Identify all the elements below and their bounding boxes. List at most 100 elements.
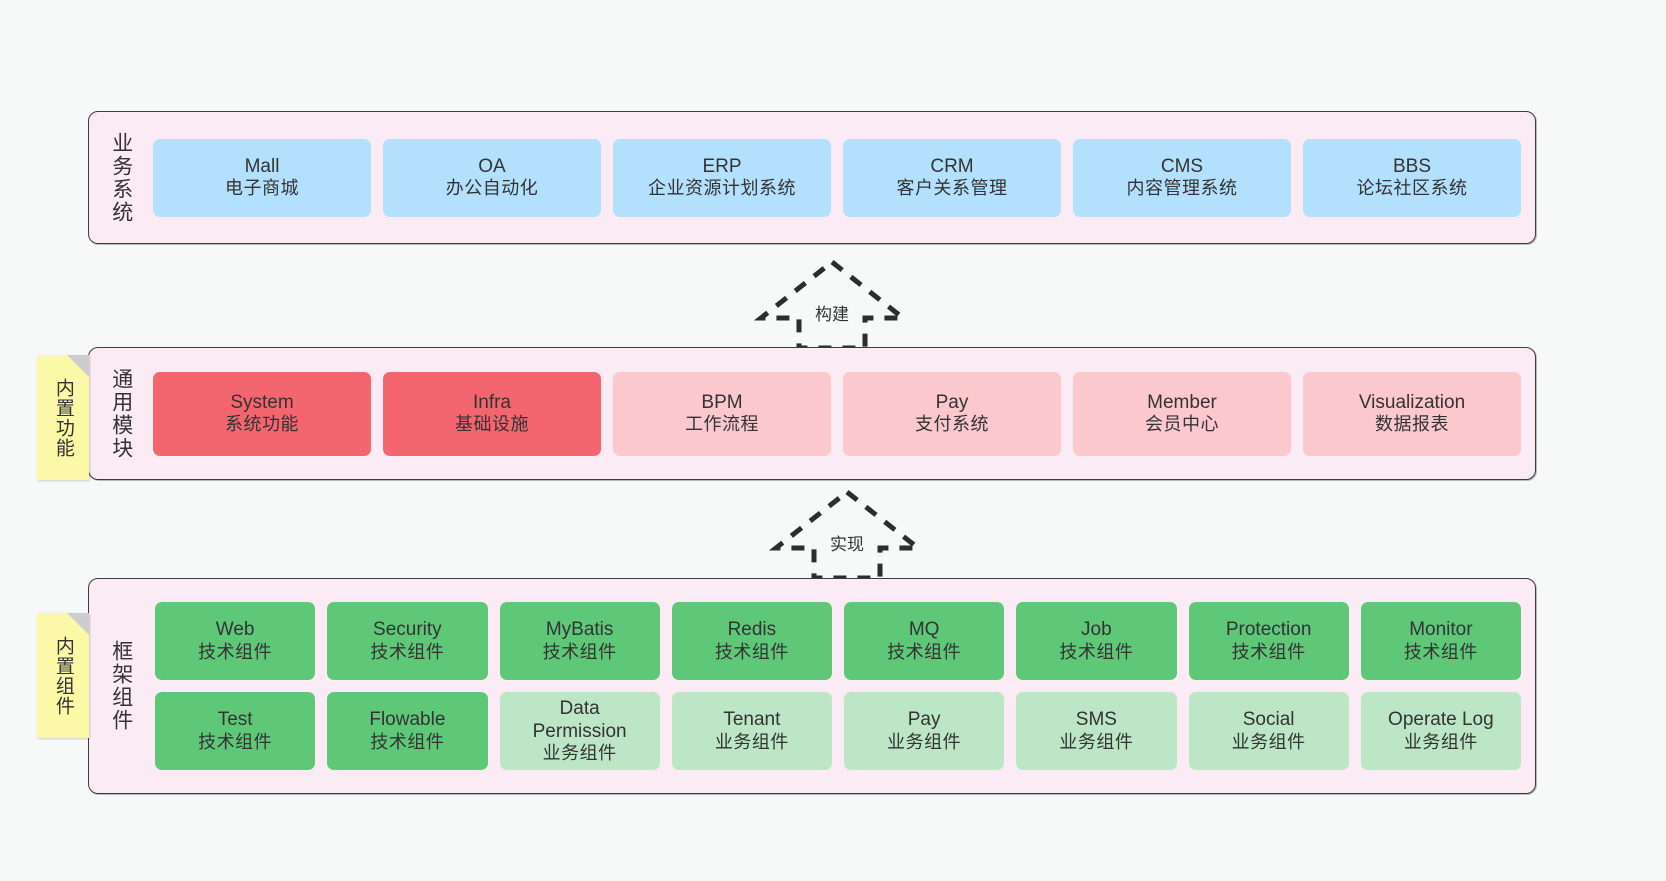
module-card-title: Test: [217, 709, 253, 731]
builtin-components-note: 内置组件: [37, 613, 89, 738]
layer-framework-components-title: 框架组件: [109, 640, 133, 732]
module-card-subtitle: 客户关系管理: [896, 178, 1008, 199]
module-card-subtitle: 技术组件: [542, 641, 617, 662]
layer-business-systems-title: 业务系统: [109, 131, 133, 224]
module-card-title: CRM: [930, 155, 974, 177]
module-card-title: Data Permission: [532, 697, 627, 743]
builtin-components-note-label: 内置组件: [52, 635, 74, 716]
module-card-title: Tenant: [723, 709, 781, 731]
module-card-title: Flowable: [369, 709, 446, 731]
module-card-subtitle: 技术组件: [370, 731, 445, 752]
module-card-subtitle: 技术组件: [198, 641, 273, 662]
module-card-subtitle: 业务组件: [714, 731, 789, 752]
module-card-subtitle: 办公自动化: [445, 178, 539, 199]
module-card-title: Pay: [935, 391, 969, 413]
module-card-subtitle: 论坛社区系统: [1356, 178, 1468, 199]
module-card-title: CMS: [1160, 155, 1204, 177]
module-card-subtitle: 业务组件: [1403, 731, 1478, 752]
module-card-title: Social: [1242, 709, 1295, 731]
module-card-title: Mall: [244, 155, 280, 177]
module-card-subtitle: 业务组件: [1231, 731, 1306, 752]
module-card-subtitle: 技术组件: [370, 641, 445, 662]
module-card-title: BBS: [1392, 155, 1432, 177]
builtin-features-note-label: 内置功能: [52, 377, 74, 458]
module-card-subtitle: 业务组件: [1059, 731, 1134, 752]
module-card-subtitle: 技术组件: [1231, 641, 1306, 662]
note-fold-icon: [67, 613, 89, 635]
module-card-subtitle: 工作流程: [685, 414, 759, 435]
module-card-title: Redis: [727, 619, 777, 641]
module-card-title: Job: [1081, 619, 1112, 641]
builtin-features-note: 内置功能: [37, 355, 89, 480]
module-card-subtitle: 基础设施: [455, 414, 529, 435]
module-card-title: MQ: [908, 619, 940, 641]
module-card-title: BPM: [701, 391, 743, 413]
module-card-title: Web: [215, 619, 255, 641]
module-card-title: OA: [478, 155, 506, 177]
module-card-title: Infra: [472, 391, 512, 413]
module-card-subtitle: 企业资源计划系统: [648, 178, 796, 199]
module-card-title: MyBatis: [545, 619, 614, 641]
module-card-title: Monitor: [1409, 619, 1473, 641]
module-card-title: SMS: [1075, 709, 1117, 731]
module-card-title: ERP: [702, 155, 742, 177]
build-arrow-label: 构建: [815, 305, 849, 324]
module-card-subtitle: 系统功能: [225, 414, 299, 435]
module-card-subtitle: 业务组件: [887, 731, 962, 752]
note-fold-icon: [67, 355, 89, 377]
module-card-title: Protection: [1225, 619, 1312, 641]
module-card-title: System: [230, 391, 294, 413]
module-card-subtitle: 技术组件: [1403, 641, 1478, 662]
module-card-title: Pay: [907, 709, 941, 731]
implement-arrow: 实现: [768, 488, 926, 581]
module-card-subtitle: 内容管理系统: [1126, 178, 1238, 199]
module-card-subtitle: 技术组件: [714, 641, 789, 662]
module-card-title: Visualization: [1358, 391, 1466, 413]
module-card-subtitle: 支付系统: [915, 414, 989, 435]
module-card-title: Operate Log: [1388, 709, 1494, 731]
module-card-subtitle: 技术组件: [198, 731, 273, 752]
module-card-subtitle: 会员中心: [1145, 414, 1219, 435]
module-card-title: Member: [1147, 391, 1217, 413]
module-card-subtitle: 技术组件: [1059, 641, 1134, 662]
module-card-title: Security: [373, 619, 442, 641]
implement-arrow-label: 实现: [830, 535, 864, 554]
layer-common-modules-title: 通用模块: [109, 367, 133, 460]
